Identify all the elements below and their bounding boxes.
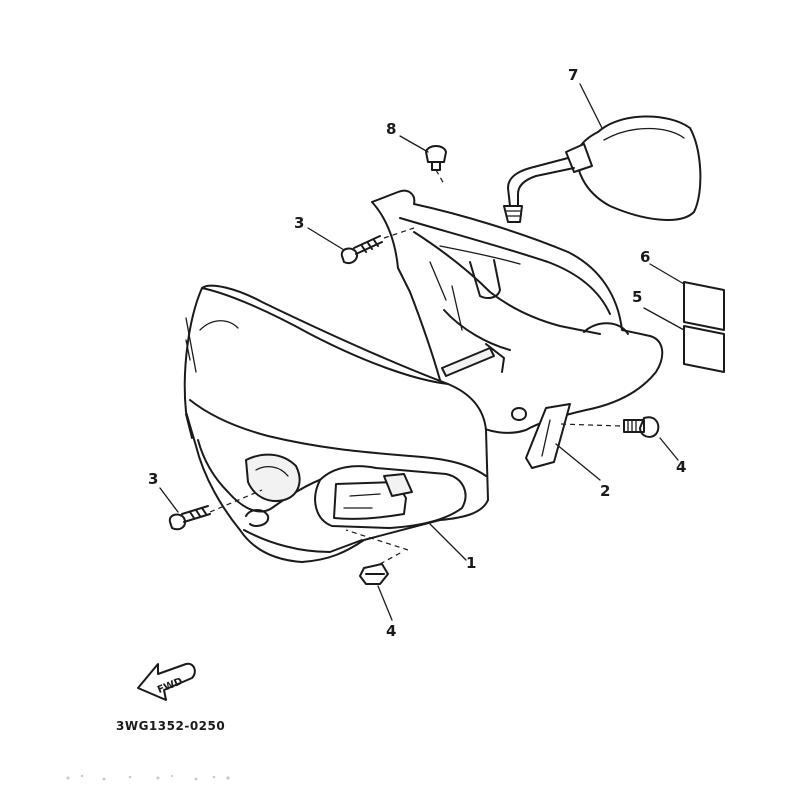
leader-lines [159,83,685,621]
callout-5: 5 [632,288,642,306]
emblem-part-6[interactable] [683,281,725,331]
callout-4-right: 4 [676,458,686,476]
callout-1: 1 [466,554,476,572]
callout-3-upper: 3 [294,214,304,232]
forward-direction-arrow: FWD [137,662,196,701]
callout-8: 8 [386,120,396,138]
plug-part-8[interactable] [425,145,447,171]
screw-part-3-lower[interactable] [168,505,211,531]
diagram-code: 3WG1352-0250 [116,719,225,733]
screw-part-3-upper[interactable] [340,235,383,264]
callout-3-lower: 3 [148,470,158,488]
scan-noise [66,774,230,781]
callout-4-lower: 4 [386,622,396,640]
bolt-part-4-right[interactable] [623,416,660,438]
mirror-part-7[interactable] [503,115,702,223]
handlebar-cover-part-2[interactable] [371,189,664,469]
assembly-guide-lines [209,169,621,565]
emblem-part-5[interactable] [683,325,725,373]
bolt-part-4-lower[interactable] [359,563,389,585]
callout-6: 6 [640,248,650,266]
callout-7: 7 [568,66,578,84]
callout-2: 2 [600,482,610,500]
front-cover-part-1[interactable] [183,284,489,563]
